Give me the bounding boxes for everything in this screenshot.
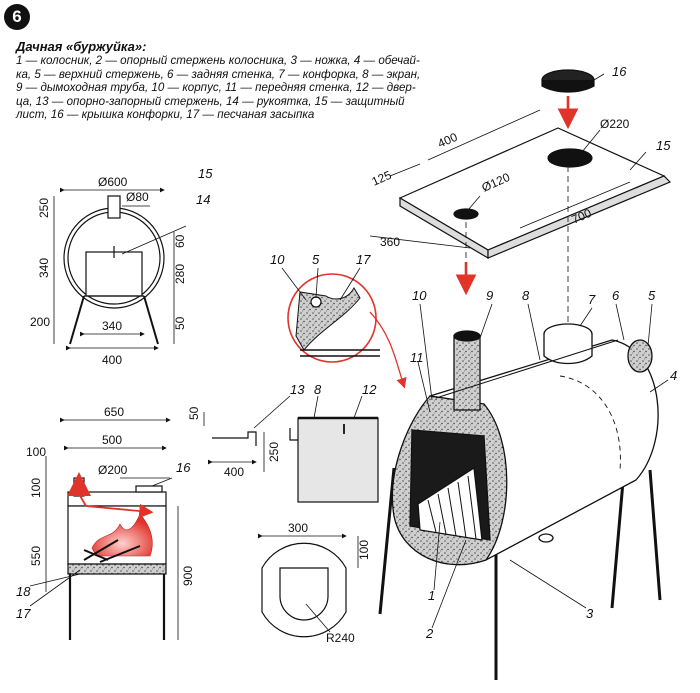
dim-front-d80: Ø80 [126,190,149,204]
label-side-18: 18 [16,584,31,599]
label-front-15: 15 [198,166,213,181]
dim-front-250: 250 [37,198,51,218]
shield-hole-120 [453,208,479,220]
legend-line: 9 — дымоходная труба, 10 — корпус, 11 — … [16,81,416,95]
door-panel [297,417,379,503]
legend-line: ца, 13 — опорно-запорный стержень, 14 — … [16,94,405,108]
leg-back-right [648,469,662,601]
label-main-4: 4 [670,368,677,383]
shield-edge-front [487,175,672,259]
dim-front-w400: 400 [102,353,122,367]
label-detail-5: 5 [312,252,320,267]
chimney-pipe [453,335,481,411]
label-shield-16: 16 [612,64,627,79]
caption-title: Дачная «буржуйка»: [16,39,147,54]
label-front-14: 14 [196,192,210,207]
dim-shield-125: 125 [370,168,394,189]
grate-bars [427,475,477,540]
legend-line: лист, 16 — крышка конфорки, 17 — песчана… [16,108,315,122]
dim-front-60: 60 [173,234,187,248]
leg-back-left [610,469,626,609]
burner-lid-rim [541,80,595,93]
back-wall-edge [627,339,653,373]
side-lid [135,485,163,493]
label-door-8: 8 [314,382,322,397]
label-side-17: 17 [16,606,31,621]
grate-view [258,533,359,638]
side-firewood [83,539,141,563]
side-view [29,417,179,640]
door-hinge [289,428,298,441]
dim-grate-300: 300 [288,521,308,535]
door-view [203,395,379,503]
label-main-1: 1 [428,588,435,603]
figure-caption: Дачная «буржуйка»: 1 — колосник, 2 — опо… [16,40,486,121]
label-main-3: 3 [586,606,594,621]
dim-front-w340: 340 [102,319,122,333]
label-shield-15: 15 [656,138,671,153]
label-main-5: 5 [648,288,656,303]
leg-front-left [378,467,396,615]
dim-front-50: 50 [173,316,187,330]
label-door-13: 13 [290,382,305,397]
dim-door-50: 50 [187,406,201,420]
front-door [85,251,143,297]
door-rod [212,431,257,446]
label-main-9: 9 [486,288,493,303]
label-main-11: 11 [410,350,424,365]
front-leg-right [143,295,159,345]
label-detail-17: 17 [356,252,371,267]
grate-cutout [279,567,329,621]
chimney-top [453,330,481,342]
dim-front-d600: Ø600 [98,175,128,189]
dim-side-500: 500 [102,433,122,447]
dim-grate-100: 100 [357,540,371,560]
label-main-10: 10 [412,288,427,303]
front-leg-left [69,295,85,345]
legend-line: ка, 5 — верхний стержень, 6 — задняя сте… [16,67,421,81]
label-main-6: 6 [612,288,620,303]
shield-hole-220 [547,148,593,168]
figure-number-badge: 6 [4,4,30,30]
dim-side-100a: 100 [26,445,46,459]
detail-view [281,267,407,389]
legend-line: 1 — колосник, 2 — опорный стержень колос… [16,54,420,68]
label-main-2: 2 [425,626,434,641]
front-view [53,187,187,351]
label-side-16: 16 [176,460,191,475]
label-door-12: 12 [362,382,377,397]
dim-side-100b: 100 [29,478,43,498]
shield-view [369,69,672,260]
label-detail-10: 10 [270,252,285,267]
dim-grate-r240: R240 [326,631,355,645]
dim-front-280: 280 [173,264,187,284]
dim-shield-d220: Ø220 [600,117,630,131]
front-chimney [107,195,121,219]
label-main-8: 8 [522,288,530,303]
bottom-stud [538,533,554,543]
inner-contour [559,375,621,471]
dim-shield-360: 360 [380,235,400,249]
dim-door-400: 400 [224,465,244,479]
dim-front-200: 200 [30,315,50,329]
side-sand [67,563,167,575]
dim-side-550: 550 [29,546,43,566]
label-main-7: 7 [588,292,596,307]
dim-side-650: 650 [104,405,124,419]
detail-rod [310,296,322,308]
burner-collar [543,334,593,365]
main-view [378,303,669,680]
dim-side-d200: Ø200 [98,463,128,477]
dim-door-250: 250 [267,442,281,462]
dim-side-900: 900 [181,566,195,586]
dim-front-340: 340 [37,258,51,278]
